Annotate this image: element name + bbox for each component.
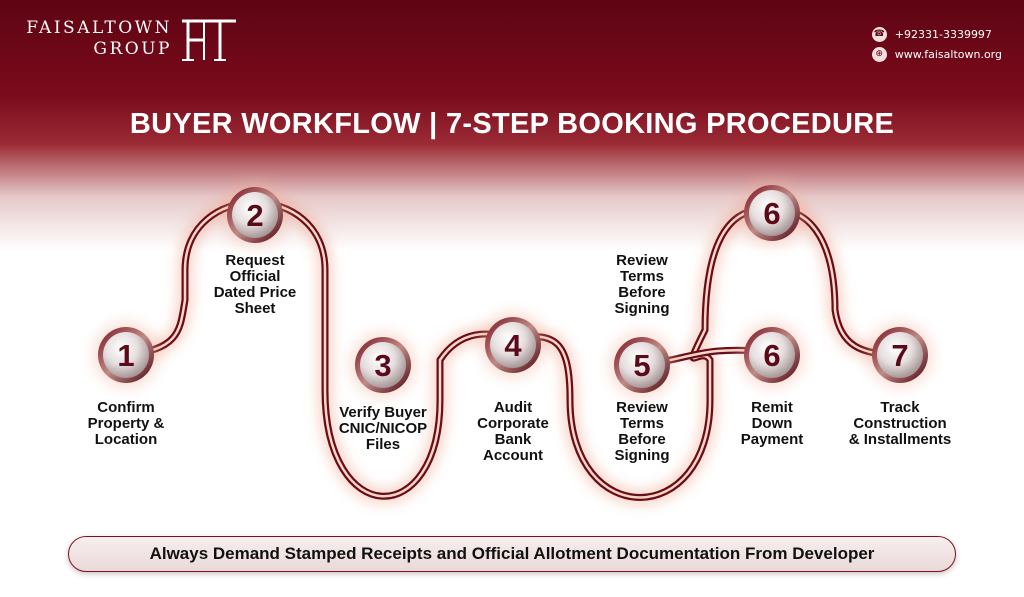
step-label-5: Review Terms Before Signing: [614, 399, 670, 464]
step-label-6a: Review Terms Before Signing: [614, 252, 670, 317]
step-label-4: Audit Corporate Bank Account: [477, 399, 549, 464]
step-nodes: 1 2 3 4 5 6 6 7: [92, 179, 934, 399]
step-number: 2: [246, 198, 263, 233]
brand-name-line2: GROUP: [93, 39, 172, 60]
contact-website[interactable]: www.faisaltown.org: [894, 47, 1002, 61]
step-number: 6: [763, 338, 780, 373]
step-node-face: [232, 192, 278, 238]
step-label-3: Verify Buyer CNIC/NICOP Files: [338, 404, 428, 453]
ft-logo-icon: [182, 19, 236, 61]
contact-info: ☎ +92331-3339997 ⊕ www.faisaltown.org: [871, 24, 1002, 64]
step-node-face: [360, 342, 406, 388]
step-node-8: 7: [866, 321, 934, 389]
step-number: 1: [117, 338, 134, 373]
globe-icon: ⊕: [871, 46, 887, 62]
step-node-face: [877, 332, 923, 378]
step-number: 5: [633, 348, 650, 383]
step-node-face: [490, 322, 536, 368]
step-number: 7: [891, 338, 908, 373]
step-node-face: [749, 190, 795, 236]
step-node-4: 4: [479, 311, 547, 379]
step-node-7: 6: [738, 321, 806, 389]
step-node-3: 3: [349, 331, 417, 399]
step-label-1: Confirm Property & Location: [87, 399, 165, 448]
step-number: 4: [504, 328, 522, 363]
page-title: BUYER WORKFLOW | 7-STEP BOOKING PROCEDUR…: [129, 108, 895, 140]
step-label-6b: Remit Down Payment: [740, 399, 804, 448]
step-node-1: 1: [92, 321, 160, 389]
step-label-2: Request Official Dated Price Sheet: [213, 252, 297, 317]
step-label-7: Track Construction & Installments: [848, 399, 952, 448]
step-node-face: [749, 332, 795, 378]
contact-phone: +92331-3339997: [894, 27, 992, 41]
contact-website-row[interactable]: ⊕ www.faisaltown.org: [871, 44, 1002, 64]
brand-name-line1: FAISALTOWN: [26, 18, 172, 38]
step-node-face: [103, 332, 149, 378]
step-node-5: 5: [608, 331, 676, 399]
contact-phone-row: ☎ +92331-3339997: [871, 24, 1002, 44]
step-node-6: 6: [738, 179, 806, 247]
step-node-face: [619, 342, 665, 388]
step-number: 6: [763, 196, 780, 231]
footer-banner: Always Demand Stamped Receipts and Offic…: [68, 536, 956, 572]
step-number: 3: [374, 348, 391, 383]
step-node-2: 2: [221, 181, 289, 249]
brand-name: FAISALTOWN GROUP: [22, 18, 172, 61]
phone-icon: ☎: [871, 26, 887, 42]
